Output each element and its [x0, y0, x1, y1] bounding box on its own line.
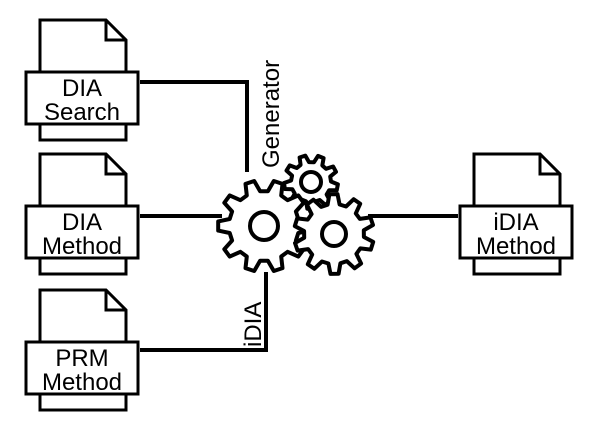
doc-prm-method-line2: Method: [42, 369, 122, 396]
gear-small-hub: [299, 170, 323, 194]
doc-idia-method: iDIA Method: [458, 152, 574, 276]
doc-idia-method-line2: Method: [476, 233, 556, 260]
idia-label: iDIA: [240, 302, 267, 347]
connector-prm-method: [140, 272, 268, 352]
gear-medium-hub: [320, 220, 348, 248]
doc-label-box: [24, 204, 140, 260]
doc-prm-method-line1: PRM: [55, 345, 108, 372]
doc-idia-method-line1: iDIA: [493, 209, 538, 236]
gears-icon: [216, 153, 376, 276]
doc-label-box: [24, 340, 140, 396]
doc-prm-method: PRM Method: [24, 288, 140, 412]
doc-dia-method-line1: DIA: [62, 209, 102, 236]
generator-label: Generator: [258, 60, 285, 168]
doc-dia-search-line1: DIA: [62, 75, 102, 102]
doc-dia-search: DIA Search: [24, 18, 140, 142]
doc-label-box: [458, 204, 574, 260]
doc-dia-method: DIA Method: [24, 152, 140, 276]
doc-dia-method-line2: Method: [42, 233, 122, 260]
gear-large-hub: [248, 210, 280, 242]
doc-label-box: [24, 70, 140, 126]
doc-dia-search-line2: Search: [44, 99, 120, 126]
connectors: [140, 80, 458, 352]
connector-dia-search: [140, 80, 249, 172]
